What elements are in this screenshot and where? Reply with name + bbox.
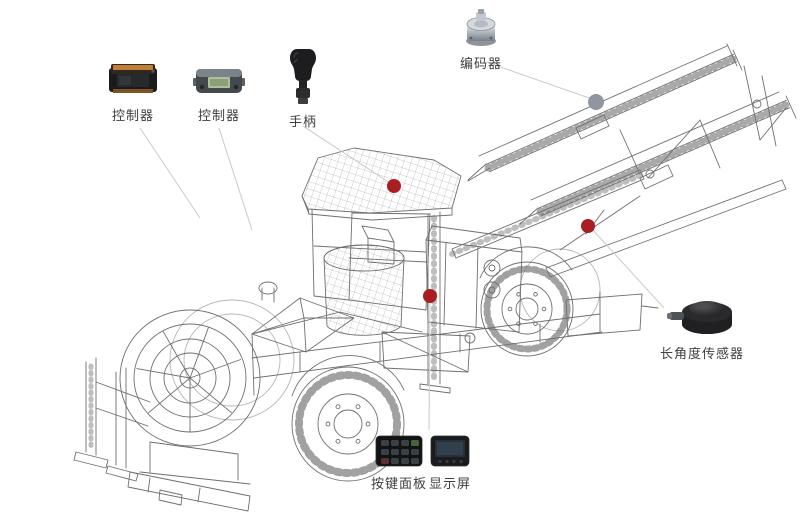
leader-handle [302,125,391,184]
component-encoder: 编码器 [458,8,504,72]
leader-controller-1 [139,127,201,219]
keypad-label: 按键面板 [371,476,428,491]
handle-label: 手柄 [288,114,317,129]
controller-1-label: 控制器 [111,108,154,123]
mesh-platform [323,244,405,336]
rear-hood [251,281,423,396]
controller-1-image [109,64,157,93]
keypad-image [375,435,423,467]
location-markers [387,94,604,303]
rear-outriggers [73,357,151,482]
leader-keypad-display [428,300,431,431]
leader-controller-2 [218,127,253,231]
cab-canopy [301,147,462,221]
controller-2-image [193,69,245,93]
engine-deck [425,225,523,333]
front-wheel [479,246,601,357]
angle-sensor-label: 长角度传感器 [660,346,745,361]
marker-dot-red-handle [387,179,401,193]
rear-wheel [291,355,405,482]
chassis-frame [251,313,603,379]
marker-dot-red-sensor [581,219,595,233]
display-image [430,435,470,467]
cable-reel [119,299,295,485]
front-jack [419,211,451,394]
boom-assembly [449,43,797,278]
encoder-label: 编码器 [459,56,502,71]
display-label: 显示屏 [429,476,472,491]
front-frame [565,291,659,337]
handle-image [290,49,316,104]
controller-2-label: 控制器 [197,108,240,123]
component-display: 显示屏 [429,434,472,492]
drill-rig-sketch [73,43,797,512]
component-angle-sensor: 长角度传感器 [660,282,743,362]
leader-angle-sensor [591,228,665,309]
component-keypad: 按键面板 [371,434,426,492]
component-controller-1: 控制器 [104,58,162,124]
side-box [381,331,471,373]
angle-sensor-image [667,301,732,334]
marker-dot-red-panel [423,289,437,303]
rear-drawbar [127,471,251,512]
marker-dot-gray-encoder [588,94,604,110]
encoder-image [466,9,496,46]
leader-encoder [485,61,593,100]
leader-lines [139,61,665,431]
component-handle: 手柄 [286,46,320,130]
component-controller-2: 控制器 [193,60,245,124]
